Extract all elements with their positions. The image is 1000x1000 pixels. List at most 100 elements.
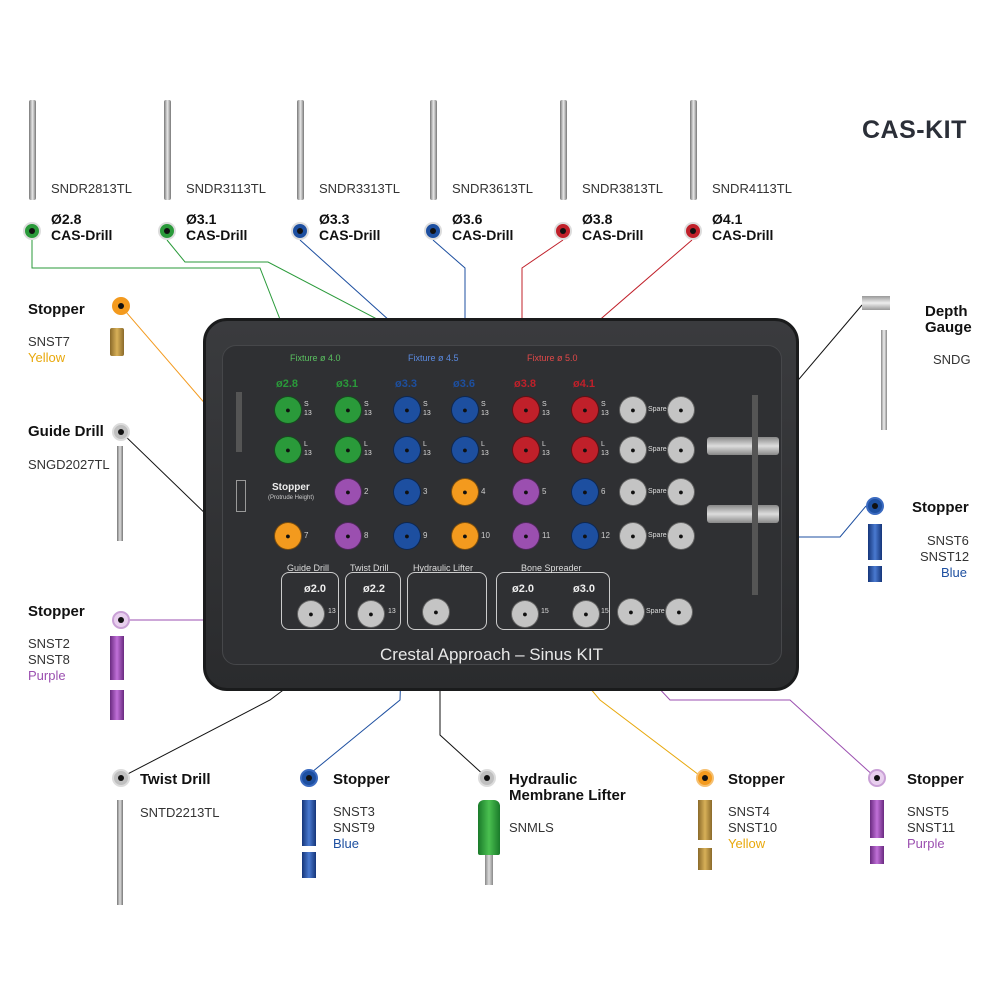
membrane-lifter-label2: Membrane Lifter [509,787,626,804]
stopper-well: ● [393,478,421,506]
membrane-lifter-marker [478,769,496,787]
drill-well-length: 13 [423,410,431,417]
drill-code: SNDR3313TL [319,181,400,196]
membrane-lifter-shaft [485,855,493,885]
stopper-blue-bottom-code1: SNST3 [333,804,375,819]
stopper-well: ● [451,478,479,506]
drill-image [690,100,697,200]
stopper-purple-code2: SNST8 [28,652,70,667]
stopper-purple-bottom-color: Purple [907,836,945,851]
stopper-yellow-bottom-color: Yellow [728,836,766,851]
drill-color-marker [424,222,442,240]
spare-well-low-1: ● [617,598,645,626]
drill-well-length: 13 [481,410,489,417]
stopper-number: 3 [423,487,428,496]
drill-well-length: 13 [601,450,609,457]
stopper-yellow-bottom-code1: SNST4 [728,804,770,819]
stopper-number: 10 [481,531,490,540]
stopper-purple-code1: SNST2 [28,636,70,651]
column-diameter: ø2.8 [276,378,299,390]
drill-well: ● [393,396,421,424]
guide-drill-marker [112,423,130,441]
column-diameter: ø3.1 [336,378,359,390]
drill-well-size: L [542,441,546,448]
spare-well: ● [619,478,647,506]
drill-image [29,100,36,200]
bone-spreader-num-2: 15 [601,608,609,615]
stopper-yellow-bottom-code2: SNST10 [728,820,778,835]
drill-well: ● [334,396,362,424]
twist-drill-slot [345,572,401,630]
twist-drill-marker [112,769,130,787]
stopper-well: ● [274,522,302,550]
guide-drill-code: SNGD2027TL [28,457,110,472]
stopper-well: ● [512,522,540,550]
stopper-blue-bottom-code2: SNST9 [333,820,375,835]
drill-code: SNDR3813TL [582,181,663,196]
drill-well-size: S [423,401,428,408]
stopper-purple-image-b [110,690,124,720]
stopper-blue-right-color: Blue [941,565,968,580]
drill-well: ● [274,396,302,424]
column-diameter: ø4.1 [573,378,596,390]
guide-drill-diam: ø2.0 [304,583,327,595]
stopper-blue-bottom-image-b [302,852,316,878]
stopper-yellow-bottom-image-b [698,848,712,870]
spare-label: Spare [648,532,667,539]
stopper-purple-bottom-code2: SNST11 [907,820,956,835]
fixture-label-40: Fixture ø 4.0 [290,353,341,363]
fixture-label-50: Fixture ø 5.0 [527,353,578,363]
stopper-purple-bottom-image-a [870,800,884,838]
guide-drill-well: ● [297,600,325,628]
drill-well-size: S [304,401,309,408]
drill-image [560,100,567,200]
stopper-purple-bottom-marker [868,769,886,787]
drill-well-size: S [542,401,547,408]
drill-diameter: Ø3.8 [582,211,613,227]
membrane-lifter-code: SNMLS [509,820,554,835]
drill-well-length: 13 [304,450,312,457]
stopper-well: ● [512,478,540,506]
drill-color-marker [554,222,572,240]
bone-spreader-slot [496,572,610,630]
stopper-yellow-marker [112,297,130,315]
drill-well-size: S [364,401,369,408]
twist-drill-num: 13 [388,608,396,615]
stopper-outline [236,480,246,512]
twist-drill-image [117,800,123,905]
drill-well: ● [512,396,540,424]
stopper-blue-right-image-a [868,524,882,560]
drill-code: SNDR3113TL [186,181,266,196]
drill-diameter: Ø4.1 [712,211,743,227]
drill-well-length: 13 [304,410,312,417]
guide-drill-image [117,446,123,541]
guide-drill-slot [281,572,339,630]
bone-spreader-well-1: ● [511,600,539,628]
stopper-purple-marker [112,611,130,629]
stopper-yellow-label: Stopper [28,301,85,318]
spare-well: ● [667,522,695,550]
hydraulic-lifter-slot [407,572,487,630]
drill-color-marker [23,222,41,240]
depth-gauge-image-top [862,296,890,310]
drill-well: ● [451,396,479,424]
spare-label: Spare [648,406,667,413]
column-diameter: ø3.6 [453,378,476,390]
drill-image [297,100,304,200]
stopper-number: 11 [542,531,551,540]
spare-well: ● [667,478,695,506]
drill-well-length: 13 [481,450,489,457]
drill-well-size: L [364,441,368,448]
twist-drill-code: SNTD2213TL [140,805,220,820]
stopper-blue-bottom-marker [300,769,318,787]
stopper-blue-right-code1: SNST6 [927,533,969,548]
depth-gauge-label1: Depth [925,303,968,320]
bone-spreader-well-2: ● [572,600,600,628]
column-diameter: ø3.3 [395,378,418,390]
fixture-label-45: Fixture ø 4.5 [408,353,459,363]
drill-well-length: 13 [542,410,550,417]
drill-name: CAS-Drill [186,227,248,243]
drill-well-length: 13 [601,410,609,417]
stopper-yellow-code: SNST7 [28,334,70,349]
section-guide-drill: Guide Drill [287,563,330,573]
